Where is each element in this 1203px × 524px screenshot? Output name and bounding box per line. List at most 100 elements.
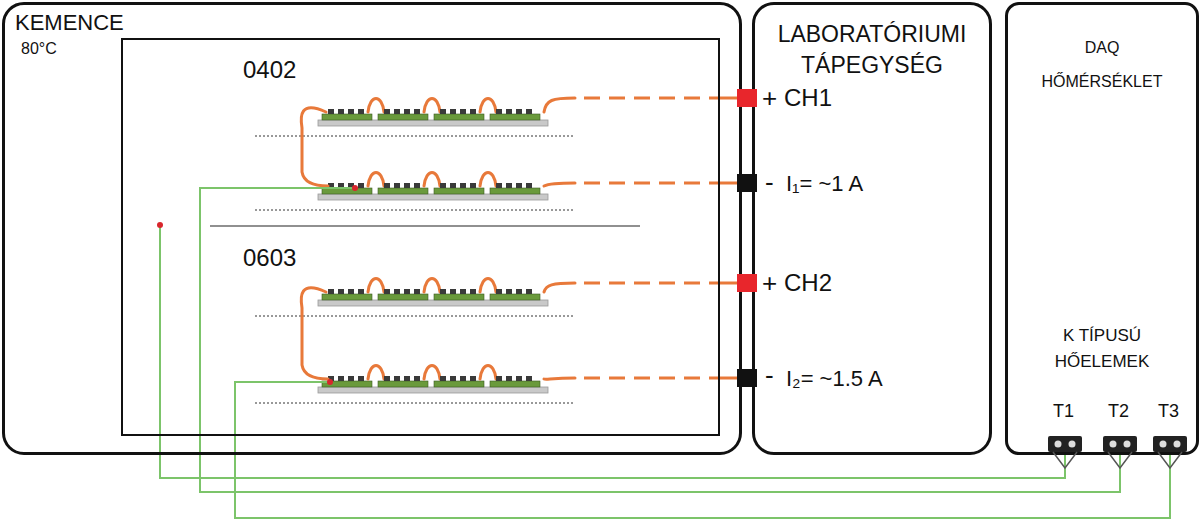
smd-resistor bbox=[384, 109, 390, 114]
smd-resistor bbox=[384, 289, 390, 294]
smd-resistor bbox=[328, 289, 334, 294]
tc-socket bbox=[1153, 436, 1187, 452]
test-board bbox=[434, 381, 484, 387]
jumper-wire bbox=[368, 279, 384, 293]
smd-resistor bbox=[470, 109, 476, 114]
smd-resistor bbox=[470, 183, 476, 188]
smd-resistor bbox=[348, 109, 354, 114]
jumper-wire bbox=[480, 99, 496, 113]
channel-label: T3 bbox=[1158, 401, 1179, 422]
terminal-label: + bbox=[762, 83, 777, 114]
thermocouple-tip bbox=[157, 222, 163, 228]
thermocouple-connectors bbox=[1048, 436, 1187, 468]
smd-resistor bbox=[450, 109, 456, 114]
smd-resistor bbox=[516, 109, 522, 114]
supply-lead-dashed bbox=[584, 282, 720, 285]
smd-resistor bbox=[348, 376, 354, 381]
smd-resistor bbox=[404, 376, 410, 381]
supply-lead-dashed bbox=[584, 377, 720, 380]
smd-resistor bbox=[440, 289, 446, 294]
smd-resistor bbox=[394, 183, 400, 188]
jumper-wire bbox=[480, 279, 496, 293]
jumper-wire bbox=[424, 279, 440, 293]
base-plate bbox=[318, 300, 548, 306]
smd-resistor bbox=[414, 289, 420, 294]
smd-resistor bbox=[440, 376, 446, 381]
tc-pin bbox=[1055, 441, 1062, 448]
test-board bbox=[378, 188, 428, 194]
tc-pin bbox=[1110, 441, 1117, 448]
supply-lead bbox=[544, 283, 575, 292]
shelf-line bbox=[255, 403, 575, 404]
oven-chamber: 04020603 bbox=[121, 38, 720, 436]
terminal-label: + bbox=[762, 268, 777, 299]
smd-resistor bbox=[358, 289, 364, 294]
jumper-wire bbox=[368, 366, 384, 380]
test-board bbox=[434, 294, 484, 300]
smd-resistor bbox=[460, 183, 466, 188]
terminal-label: I₁= ~1 A bbox=[786, 171, 863, 197]
smd-resistor bbox=[338, 289, 344, 294]
pcb-rows bbox=[255, 98, 720, 403]
thermocouple-tip bbox=[327, 379, 333, 385]
smd-resistor bbox=[348, 289, 354, 294]
smd-resistor bbox=[338, 109, 344, 114]
smd-resistor bbox=[516, 376, 522, 381]
daq-box: DAQHŐMÉRSÉKLETK TÍPUSÚ HŐELEMEK bbox=[1005, 2, 1199, 455]
smd-resistor bbox=[404, 289, 410, 294]
smd-resistor bbox=[358, 183, 364, 188]
channel-label: T1 bbox=[1053, 401, 1074, 422]
plus-terminal bbox=[737, 274, 757, 292]
test-board bbox=[434, 114, 484, 120]
smd-resistor bbox=[506, 109, 512, 114]
thermocouple-wire bbox=[200, 188, 355, 438]
smd-resistor bbox=[470, 376, 476, 381]
thermocouple-wire bbox=[200, 436, 1120, 492]
jumper-wire bbox=[424, 366, 440, 380]
smd-resistor bbox=[440, 183, 446, 188]
jumper-wire bbox=[368, 173, 384, 187]
jumper-wire bbox=[368, 99, 384, 113]
smd-resistor bbox=[450, 183, 456, 188]
smd-resistor bbox=[404, 183, 410, 188]
node-text: K TÍPUSÚ HŐELEMEK bbox=[1026, 323, 1178, 375]
smd-resistor bbox=[414, 183, 420, 188]
smd-resistor bbox=[358, 376, 364, 381]
smd-resistor bbox=[526, 289, 532, 294]
smd-resistor bbox=[394, 109, 400, 114]
smd-resistor bbox=[414, 109, 420, 114]
tc-pin bbox=[1124, 441, 1131, 448]
terminal-label: CH2 bbox=[784, 269, 832, 297]
smd-resistor bbox=[404, 109, 410, 114]
node-text: KEMENCE bbox=[15, 10, 124, 36]
node-text: 0402 bbox=[243, 56, 296, 84]
smd-resistor bbox=[384, 376, 390, 381]
jumper-wire bbox=[480, 366, 496, 380]
smd-resistor bbox=[526, 376, 532, 381]
smd-resistor bbox=[460, 376, 466, 381]
tc-pin bbox=[1174, 441, 1181, 448]
series-loop bbox=[301, 108, 328, 186]
smd-resistor bbox=[506, 183, 512, 188]
thermocouple-tips bbox=[157, 185, 358, 385]
thermocouple-wire bbox=[235, 382, 330, 438]
smd-resistor bbox=[328, 109, 334, 114]
shelf-line bbox=[255, 210, 575, 211]
smd-resistor bbox=[506, 289, 512, 294]
smd-resistor bbox=[526, 183, 532, 188]
smd-resistor bbox=[450, 376, 456, 381]
tc-pin bbox=[1160, 441, 1167, 448]
base-plate bbox=[318, 387, 548, 393]
smd-resistor bbox=[460, 109, 466, 114]
test-board bbox=[490, 114, 540, 120]
smd-resistor bbox=[496, 376, 502, 381]
terminal-label: I₂= ~1.5 A bbox=[786, 366, 883, 392]
minus-terminal bbox=[737, 174, 757, 192]
base-plate bbox=[318, 120, 548, 126]
node-text: LABORATÓRIUMI TÁPEGYSÉG bbox=[759, 19, 985, 81]
channel-label: T2 bbox=[1108, 401, 1129, 422]
terminal-label: - bbox=[765, 167, 774, 198]
